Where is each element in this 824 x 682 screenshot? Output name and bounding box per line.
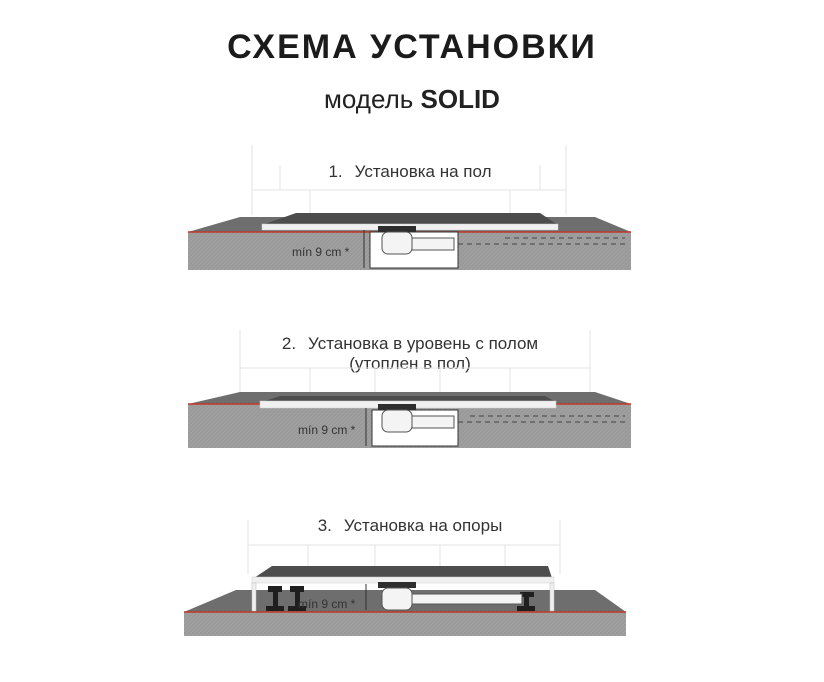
drain-siphon-1 — [378, 226, 455, 255]
tray-skirt-right-3 — [549, 582, 555, 612]
support-legs-3 — [266, 586, 535, 611]
drain-siphon-3 — [378, 582, 523, 611]
measure-label-1: mín 9 cm * — [292, 245, 350, 259]
page-subtitle: модель SOLID — [0, 84, 824, 115]
step-2-label: 2.Установка в уровень с полом (утоплен в… — [220, 334, 600, 374]
step-3-label: 3. Установка на опоры — [250, 516, 570, 536]
diagram-2: mín 9 cm * — [188, 330, 631, 448]
subtitle-prefix: модель — [324, 84, 414, 114]
shower-tray-1 — [262, 213, 558, 225]
step-1-label: 1. Установка на пол — [250, 162, 570, 182]
wall-bricks-1 — [251, 145, 567, 215]
wall-bricks-2 — [239, 330, 591, 392]
drain-siphon-2 — [378, 404, 455, 433]
shower-tray-3 — [254, 566, 552, 578]
step-1-text: Установка на пол — [354, 162, 492, 181]
subtitle-model: SOLID — [420, 84, 500, 114]
tray-skirt-3 — [251, 582, 257, 612]
floor-slab-3 — [184, 612, 626, 636]
step-3-text: Установка на опоры — [343, 516, 503, 535]
measure-label-2: mín 9 cm * — [298, 423, 356, 437]
step-1-number: 1. — [328, 162, 343, 181]
shower-tray-2 — [262, 396, 556, 402]
step-2-number: 2. — [281, 334, 297, 353]
step-3-number: 3. — [317, 516, 332, 535]
diagram-1: mín 9 cm * — [188, 145, 631, 270]
page-title: СХЕМА УСТАНОВКИ — [227, 28, 597, 66]
measure-label-3: mín 9 cm * — [298, 597, 356, 611]
step-2-text: Установка в уровень с полом — [308, 334, 539, 353]
wall-bricks-3 — [247, 520, 561, 574]
diagram-3: mín 9 cm * — [184, 520, 626, 636]
